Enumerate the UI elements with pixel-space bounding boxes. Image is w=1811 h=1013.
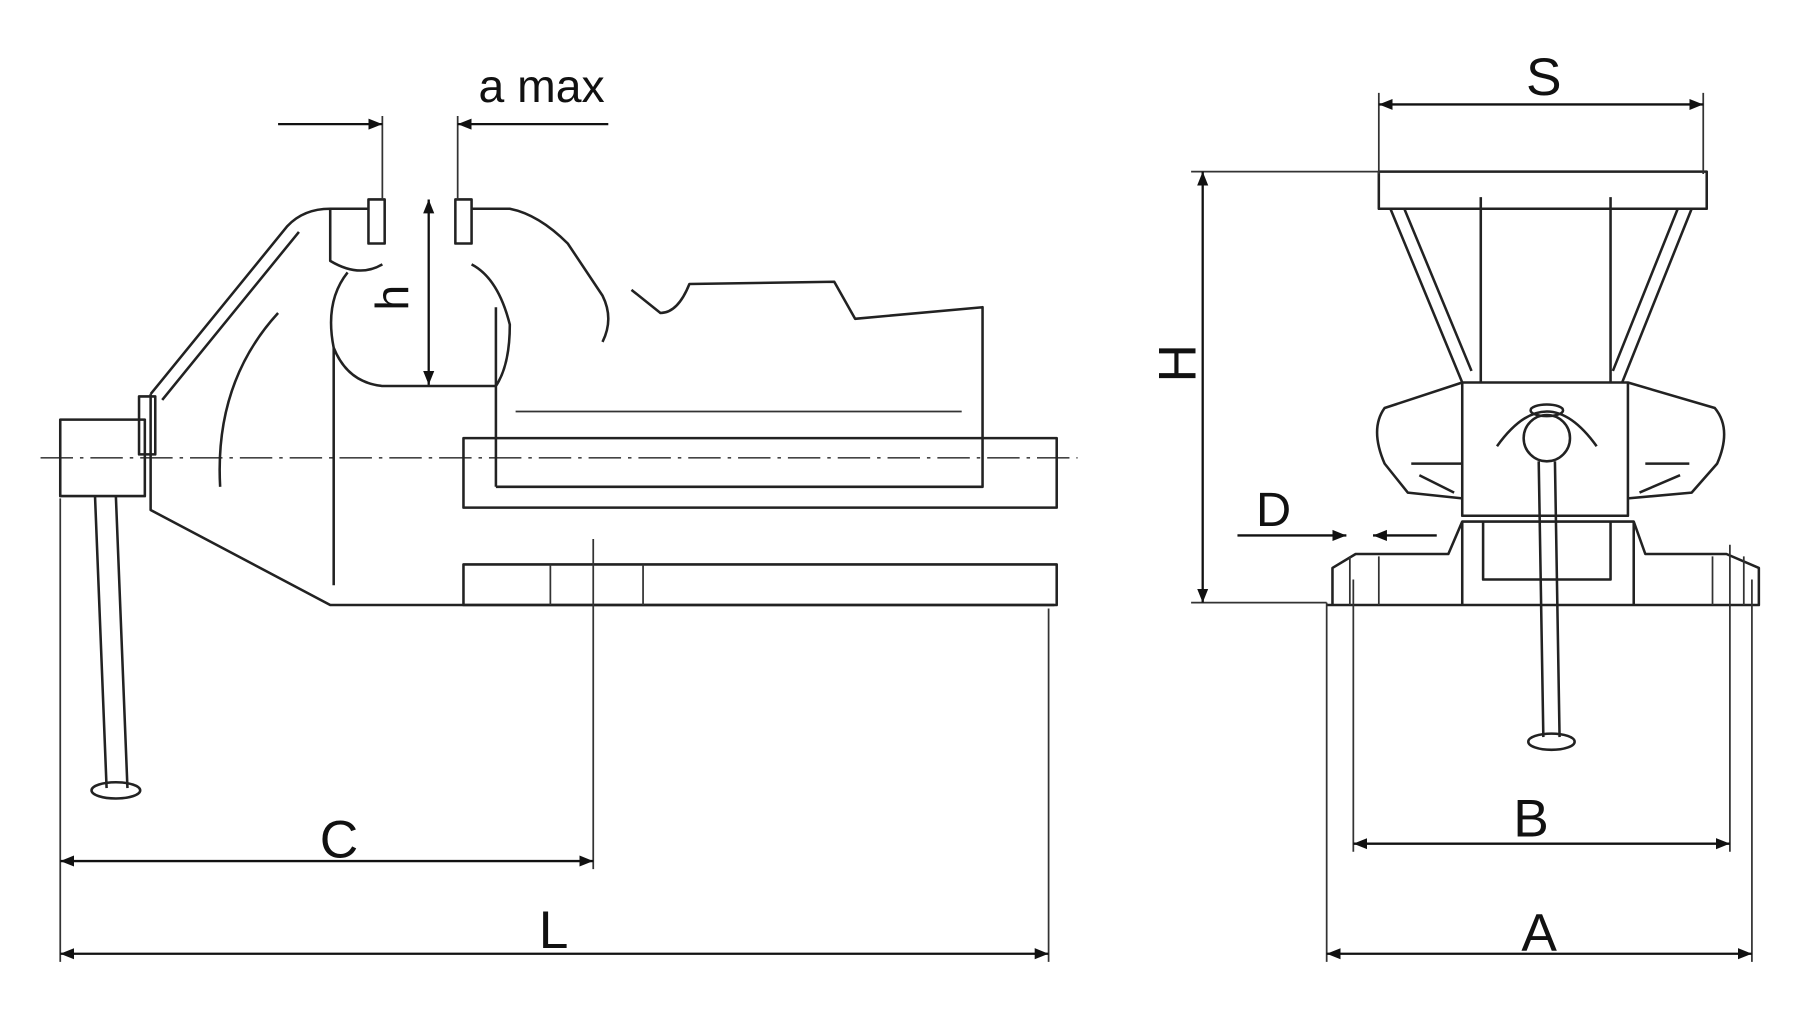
handle-bar (93, 496, 129, 789)
screw-bar (1537, 461, 1561, 738)
mount-holes (1348, 556, 1745, 605)
front-view: S H D B A (1149, 48, 1761, 962)
screw-cap (1529, 403, 1565, 418)
screw-knob (1527, 732, 1576, 752)
s-label: S (1526, 48, 1562, 107)
h-height-label: H (1149, 344, 1208, 382)
base-plate (462, 563, 1058, 607)
extension-lines (59, 116, 1050, 962)
center-housing (1460, 381, 1630, 518)
h-label: h (366, 285, 418, 311)
fixed-jaw-insert (367, 198, 386, 245)
a-label: A (1521, 903, 1557, 962)
movable-jaw (470, 207, 984, 489)
b-label: B (1513, 790, 1549, 849)
handle-knob (90, 780, 142, 800)
handle-block (58, 418, 147, 498)
vise-body (149, 207, 1055, 607)
l-label: L (539, 901, 569, 960)
screw-ball (1522, 413, 1572, 463)
a-max-label: a max (479, 60, 605, 112)
d-label: D (1256, 483, 1291, 537)
body-wings (1375, 381, 1726, 500)
jaw-body (1389, 197, 1693, 384)
jaw-plate (1377, 170, 1708, 210)
side-view: a max h C L (40, 60, 1078, 962)
movable-jaw-insert (454, 198, 473, 245)
nut-arc (1495, 410, 1598, 447)
extension-lines (1191, 92, 1753, 962)
slide-rail (462, 436, 1058, 509)
screw-nut (137, 395, 157, 456)
base (1326, 520, 1761, 607)
c-label: C (320, 811, 358, 870)
